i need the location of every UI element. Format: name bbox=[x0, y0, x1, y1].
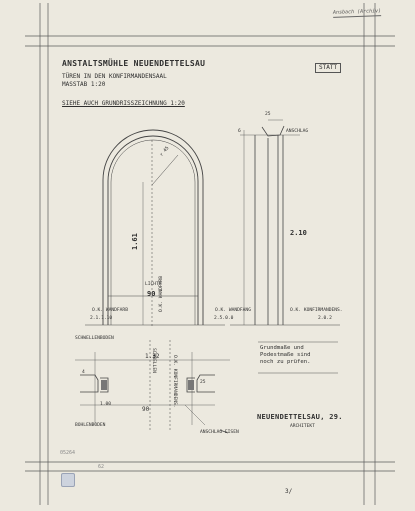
right-level-label: O.K. WANDFANG bbox=[215, 308, 251, 313]
folio-number: 62 bbox=[98, 464, 105, 470]
plan-bottom-small: 1.00 bbox=[100, 402, 112, 407]
right-level-value: 2.5.0.0 bbox=[214, 316, 234, 321]
signature-place-date: NEUENDETTELSAU, 29. bbox=[257, 413, 343, 421]
plan-label-bottom: BOHLENBODEN bbox=[75, 423, 106, 428]
clear-width-label: LICHTE bbox=[145, 282, 162, 287]
section-reference: SIEHE AUCH GRUNDRISSZEICHNUNG 1:20 bbox=[62, 100, 185, 107]
section-left-dim: 6 bbox=[238, 129, 241, 134]
plan-detail bbox=[75, 340, 230, 434]
plan-label-top: SCHWELLENBODEN bbox=[75, 336, 114, 341]
section-height-label: 2.10 bbox=[290, 229, 307, 237]
note-box bbox=[258, 341, 338, 374]
plan-dim-left: 4 bbox=[82, 370, 85, 375]
archive-stamp bbox=[61, 473, 75, 487]
far-level-value: 2.0.2 bbox=[318, 316, 332, 321]
clear-width-value: 90 bbox=[147, 290, 156, 298]
plan-width-2: 90 bbox=[142, 406, 150, 413]
door-height-label: 1.61 bbox=[131, 233, 139, 250]
section-top-dim: 25 bbox=[265, 112, 271, 117]
left-level-label: O.K. WANDFARB bbox=[92, 308, 128, 313]
side-section bbox=[230, 119, 340, 326]
drawing-scale: MASSTAB 1:20 bbox=[62, 81, 106, 88]
center-level-label: O.K. WANDFARB bbox=[159, 276, 164, 312]
plan-dim-right: 25 bbox=[200, 380, 206, 385]
page-number: 3/ bbox=[285, 488, 293, 495]
plan-vertical-label-2: O.K. KONFIRMANDENS. bbox=[172, 355, 177, 408]
plan-bottom-note: ANSCHLAG EISEN bbox=[200, 430, 239, 435]
anschlag-label: ANSCHLAG bbox=[286, 129, 309, 134]
far-level-label: O.K. KONFIRMANDENS. bbox=[290, 308, 343, 313]
door-elevation bbox=[85, 129, 225, 327]
signature-role: ARCHITEKT bbox=[290, 424, 315, 429]
drawing-title: ANSTALTSMÜHLE NEUENDETTELSAU bbox=[62, 59, 206, 68]
plan-vertical-label: SCHWELLEN bbox=[151, 348, 156, 373]
plan-width-1: 1.32 bbox=[145, 353, 160, 360]
top-right-scribble: Ansbach (Archiv) bbox=[332, 8, 382, 16]
drawing-subtitle: TÜREN IN DEN KONFIRMANDENSAAL bbox=[62, 73, 167, 80]
inventory-number: 05264 bbox=[60, 450, 76, 456]
left-level-value: 2.1.1.10 bbox=[90, 316, 113, 321]
sheet-code: STATT bbox=[315, 63, 342, 73]
verification-note: Grundmaße und Podestmaße sind noch zu pr… bbox=[260, 345, 311, 365]
